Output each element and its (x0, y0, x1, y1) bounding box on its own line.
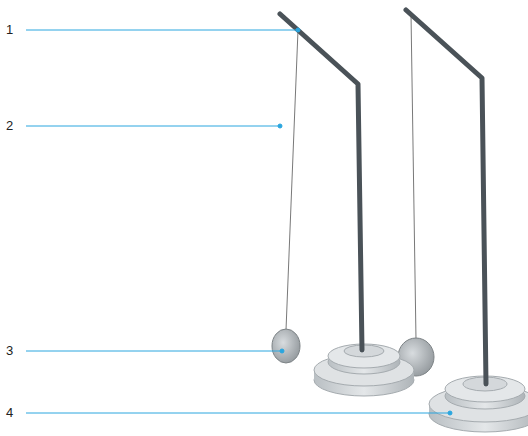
callout-number: 1 (6, 23, 13, 36)
stand-left (272, 14, 414, 396)
stand-right (398, 10, 528, 432)
callout-number: 2 (6, 119, 13, 132)
callout-number: 3 (6, 344, 13, 357)
leader-lines (26, 28, 452, 415)
callout-number: 4 (6, 406, 13, 419)
